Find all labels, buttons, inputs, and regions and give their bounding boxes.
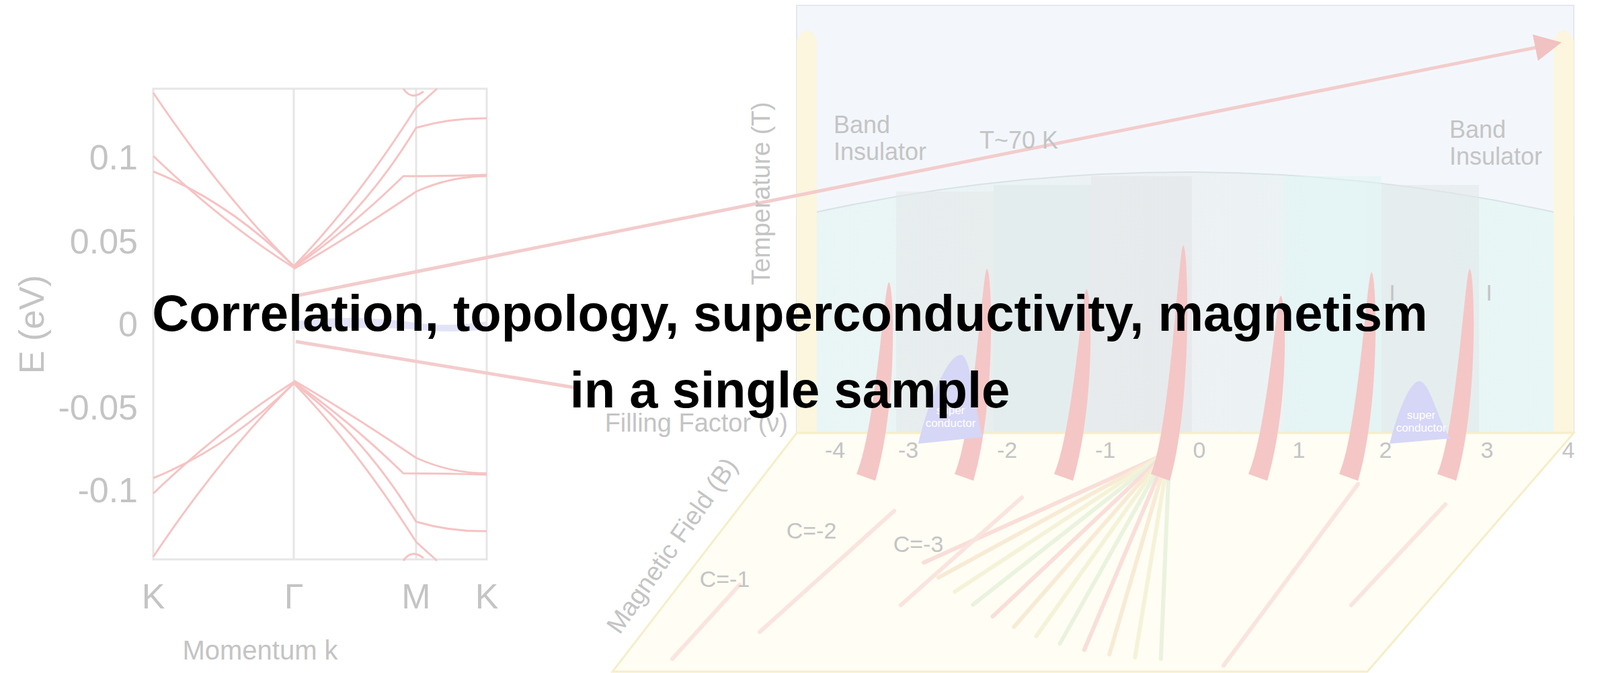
axis-label: Temperature (T) — [747, 102, 776, 286]
superconductor-dome: super conductor — [1390, 403, 1453, 442]
field-floor — [612, 432, 1574, 672]
axis-label: 2 — [1379, 437, 1393, 463]
axis-label: K — [141, 577, 166, 616]
leader-line — [295, 341, 577, 388]
axis-label: C=-1 — [699, 566, 751, 592]
axis-label: -2 — [996, 437, 1018, 463]
axis-label: 3 — [1481, 437, 1494, 463]
axis-label: Band Insulator — [833, 111, 927, 165]
axis-label: Momentum k — [182, 635, 338, 665]
axis-label: -0.1 — [77, 471, 138, 510]
axis-label: -1 — [1095, 437, 1116, 463]
axis-label: 0.1 — [89, 138, 138, 177]
axis-label: Γ — [284, 577, 304, 616]
axis-label: K — [475, 577, 499, 616]
axis-label: 0.05 — [69, 222, 138, 261]
leader-arrow — [295, 43, 1559, 296]
axis-label: Band Insulator — [1449, 116, 1543, 170]
axis-label: C=-2 — [786, 518, 837, 544]
axis-label: C=-3 — [893, 531, 944, 557]
axis-label: 0 — [1193, 437, 1207, 463]
axis-label: -4 — [824, 437, 846, 463]
axis-label: T~70 K — [979, 127, 1059, 154]
axis-label: E (eV) — [12, 274, 52, 374]
axis-label: -0.05 — [57, 388, 138, 427]
axis-label: I — [1485, 280, 1492, 306]
axis-label: 0 — [118, 305, 138, 344]
dome-label: super conductor — [1390, 409, 1453, 435]
landau-fan — [672, 457, 1446, 666]
axis-label: 4 — [1562, 437, 1576, 463]
axis-label: -3 — [898, 437, 919, 463]
slide-title: Correlation, topology, superconductivity… — [149, 274, 1430, 429]
axis-label: 1 — [1292, 437, 1306, 463]
axis-label: M — [401, 577, 431, 616]
